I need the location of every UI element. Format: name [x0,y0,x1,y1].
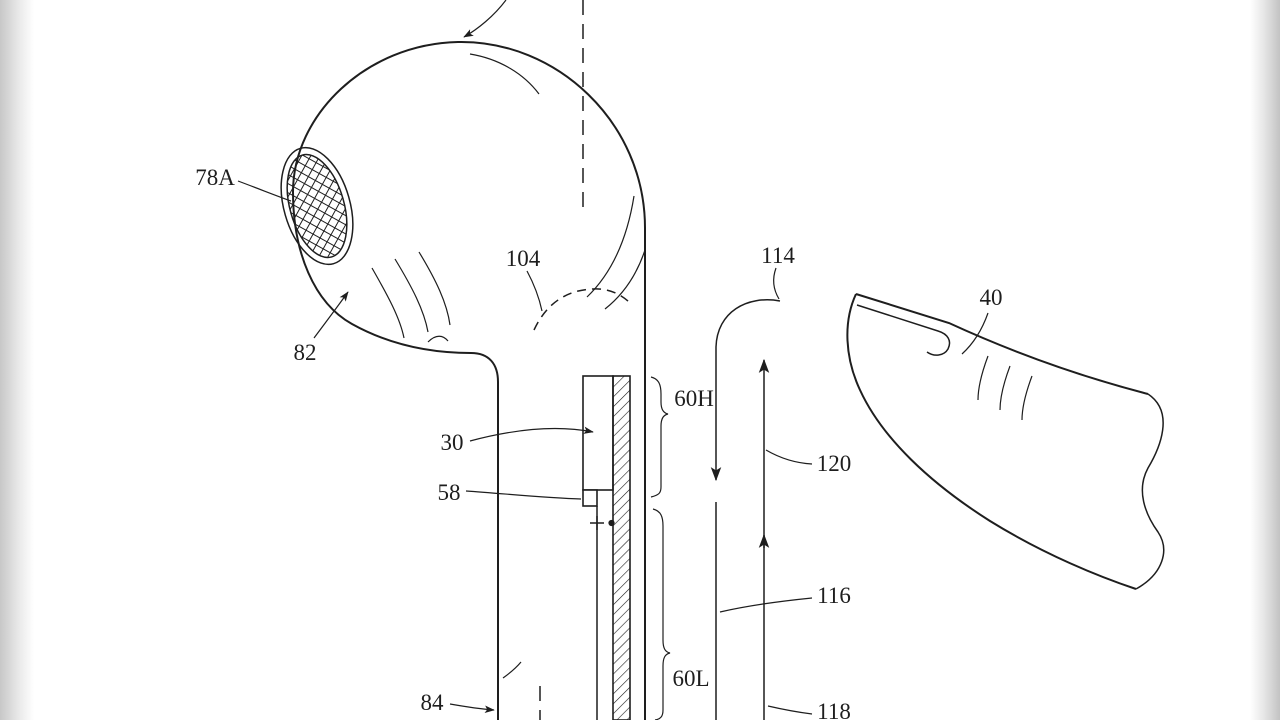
center-axis-dashed-line [539,0,584,720]
label-82: 82 [294,340,317,365]
knuckle-crease-1 [977,355,989,401]
label-114: 114 [761,243,795,268]
leader-84 [449,703,495,714]
leader-120 [765,449,813,465]
label-120: 120 [817,451,852,476]
leader-82 [313,291,349,339]
chin-curl-1 [371,267,405,339]
bracket-60H [650,376,669,498]
grille-mesh [286,153,348,259]
leader-cropped-top [463,0,507,38]
finger-break-wavy-line [1135,393,1165,590]
sensor-step-58 [582,489,598,507]
brace-60H-path [650,376,669,498]
knuckle-crease-2 [999,365,1011,411]
finger-top-edge [855,293,1149,395]
label-116: 116 [817,583,851,608]
label-60L: 60L [672,666,709,691]
finger-bottom-edge [846,293,1137,590]
label-58: 58 [438,480,461,505]
head-shading-lines [371,53,646,679]
leader-40 [961,312,989,355]
neck-curve-1 [586,195,635,298]
knuckle-crease-3 [1021,375,1033,421]
leader-lines [237,0,989,715]
stem-tick-84 [502,661,522,679]
label-84: 84 [421,690,445,715]
reference-cross-mark [590,516,604,530]
grille-outer-rim [280,146,354,266]
apex-curl [469,53,540,95]
label-30: 30 [441,430,464,455]
swipe-down-arrow-114 [710,299,781,720]
label-78A: 78A [195,165,235,190]
leader-116 [719,597,813,613]
leader-104 [526,270,543,312]
leader-114 [773,267,780,300]
chin-curl-2 [394,258,429,333]
sensor-window-30 [582,375,614,491]
leader-118 [767,705,813,715]
leader-58 [465,490,582,500]
hidden-stem-dashed-arc-104 [533,288,631,331]
down-swipe-hook-path [710,299,781,482]
touch-sensor-stack [582,375,631,720]
bracket-60L [652,508,671,720]
brace-60L-path [652,508,671,720]
chin-hook [427,335,449,343]
label-40: 40 [980,285,1003,310]
microphone-grille-78A [280,146,354,266]
label-104: 104 [506,246,541,271]
hatched-flex-strip [612,375,631,720]
chin-curl-3 [418,251,451,326]
neck-curve-2 [604,249,646,310]
label-60H: 60H [674,386,714,411]
leader-78A [237,180,292,202]
leader-30 [469,426,594,442]
reference-dot-mark [608,519,615,527]
finger-40 [846,293,1165,590]
reference-labels: 78A 82 104 30 58 84 60H 60L 114 120 116 … [195,165,1002,720]
label-118: 118 [817,699,851,720]
fingernail-edge [856,304,951,356]
